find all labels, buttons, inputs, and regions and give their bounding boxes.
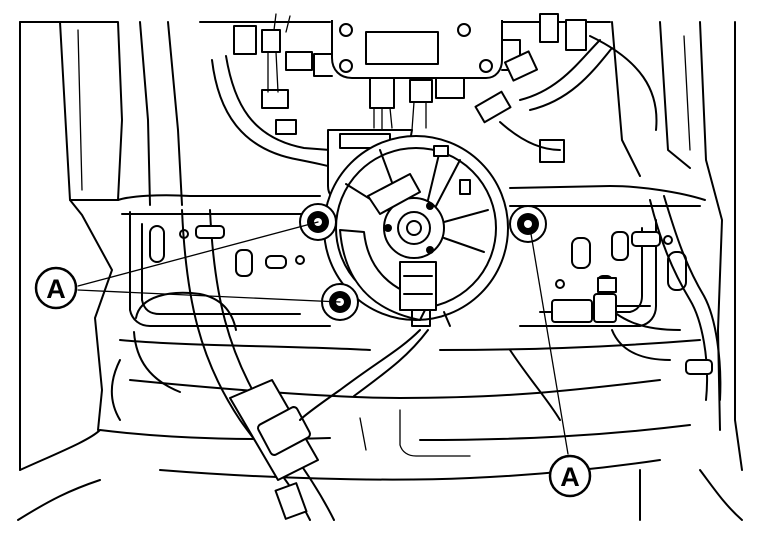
leader-line-upper [77, 221, 319, 287]
wiring-harness [110, 195, 722, 521]
callout-label-right: A [560, 462, 580, 492]
callout-a-left: A [34, 266, 78, 310]
control-module [313, 20, 521, 131]
callout-label-left: A [46, 274, 66, 304]
bolt-right [509, 205, 547, 243]
upper-right-connectors [474, 13, 658, 163]
upper-left-connectors [211, 13, 351, 177]
leader-lines [77, 221, 569, 455]
leader-line-lower [77, 289, 341, 303]
cross-member [117, 185, 706, 327]
callout-a-right: A [548, 454, 592, 498]
leader-line-right [529, 227, 569, 455]
blower-motor [323, 129, 509, 327]
lower-frame [17, 339, 743, 521]
